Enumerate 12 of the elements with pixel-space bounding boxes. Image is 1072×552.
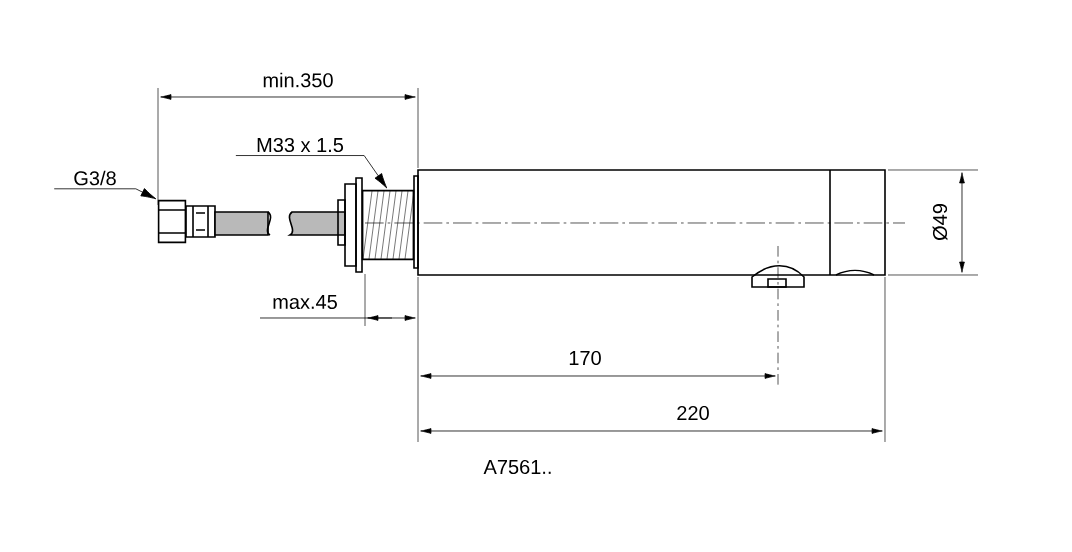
callout-text: M33 x 1.5: [257, 137, 344, 153]
nut: [157, 199, 187, 244]
dimension-label: Ø49: [932, 204, 948, 241]
dimension-label: min.350: [263, 72, 333, 88]
dimension-label: 220: [677, 405, 709, 421]
model-number: A7561..: [483, 459, 551, 475]
leader-line: [235, 155, 388, 189]
dimension-label: max.45: [273, 295, 337, 309]
leader-line: [53, 188, 157, 200]
callout-text: G3/8: [74, 170, 116, 186]
dimension-label: 170: [569, 350, 601, 366]
thread: [361, 189, 415, 261]
